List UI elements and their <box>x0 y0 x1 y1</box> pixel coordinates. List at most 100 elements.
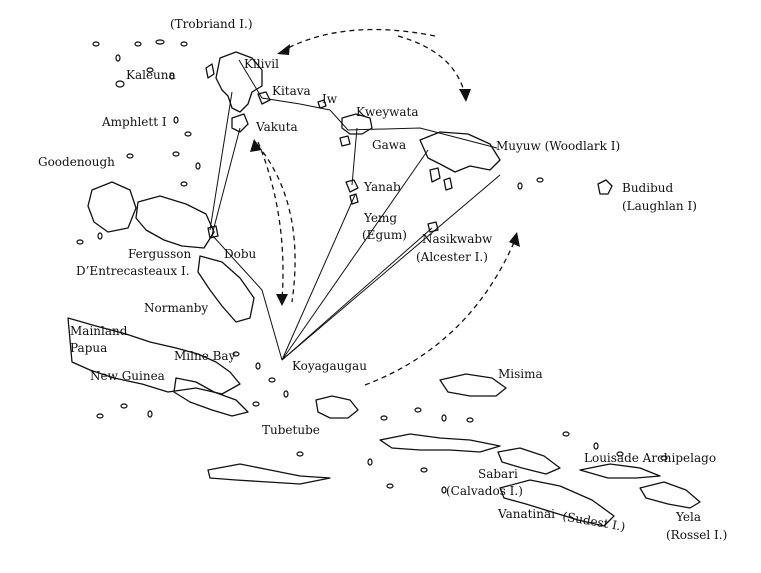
arrow-head-top-right <box>459 89 471 102</box>
islet <box>616 451 624 457</box>
label-budibud: Budibud <box>622 181 673 195</box>
trobriand-island <box>215 51 263 113</box>
label-mainland: Mainland <box>70 324 128 338</box>
route-kilivil-dobu <box>209 91 233 231</box>
arrow-middle-down-2 <box>262 151 296 303</box>
islet <box>441 486 447 494</box>
islet <box>255 362 261 370</box>
islet <box>146 67 154 73</box>
label-dentrecasteaux: D’Entrecasteaux I. <box>76 264 190 278</box>
label-sudest: (Sudest I.) <box>561 509 626 534</box>
dobu-island <box>207 225 219 239</box>
islet <box>367 458 373 466</box>
calvados-chain <box>497 447 561 475</box>
route-vakuta-dobu <box>211 127 241 236</box>
woodlark-island <box>419 131 501 173</box>
yemg-island <box>349 193 359 205</box>
label-kweywata: Kweywata <box>356 105 419 119</box>
label-newguinea: New Guinea <box>90 369 165 383</box>
route-northern-chain <box>238 59 498 149</box>
islet <box>441 414 447 422</box>
islet <box>536 177 544 183</box>
label-louisade: Louisade Archipelago <box>584 451 716 465</box>
label-vanatinai: Vanatinai <box>497 507 555 521</box>
islands <box>67 51 701 527</box>
label-normanby: Normanby <box>144 301 208 315</box>
nasikwabw-island <box>427 221 439 233</box>
islet <box>172 151 180 157</box>
route-koyagaugau-yemg <box>281 194 356 361</box>
islet <box>252 401 260 407</box>
trade-routes <box>209 59 501 361</box>
islet <box>414 407 422 413</box>
label-milnebay: Milne Bay <box>174 349 236 363</box>
label-kilivil: Kilivil <box>244 57 279 71</box>
label-yela: Yela <box>675 510 701 524</box>
rossel-island <box>639 481 701 509</box>
label-alcester: (Alcester I.) <box>416 250 488 264</box>
islet <box>593 442 599 450</box>
islet <box>296 451 304 457</box>
label-tubetube: Tubetube <box>262 423 320 437</box>
islet <box>386 483 394 489</box>
islet <box>126 153 134 159</box>
gawa-island <box>339 135 351 147</box>
islet <box>115 54 121 62</box>
kula-direction-arrows <box>250 28 520 386</box>
islet <box>184 131 192 137</box>
islet <box>562 431 570 437</box>
label-yanab: Yanab <box>363 180 401 194</box>
label-nasikwabw: Nasikwabw <box>422 232 493 246</box>
kweywata-island <box>341 113 373 135</box>
label-fergusson: Fergusson <box>128 247 191 261</box>
islet <box>147 410 153 418</box>
tubetube-island <box>315 395 359 419</box>
fergusson-island <box>135 195 215 249</box>
route-koyagaugau-gawa <box>281 149 429 361</box>
iw-island <box>317 99 327 109</box>
arrow-top-left <box>283 28 436 51</box>
islet <box>195 162 201 170</box>
label-iw: Iw <box>322 92 338 106</box>
label-misima: Misima <box>498 367 543 381</box>
islet <box>76 239 84 245</box>
budibud-island <box>597 179 613 195</box>
louisade-east-chain <box>579 463 661 479</box>
islet <box>155 39 165 45</box>
label-kaleuna: Kaleuna <box>126 68 176 82</box>
label-papua: Papua <box>70 341 107 355</box>
vakuta-island <box>231 113 249 133</box>
islet <box>283 390 289 398</box>
route-koyagaugau-nasikwabw <box>281 227 433 361</box>
yanab-island <box>345 179 359 193</box>
islet <box>92 41 100 47</box>
islet <box>517 182 523 190</box>
woodlark-islet-b <box>443 177 453 191</box>
arrow-head-mid-2 <box>250 139 262 152</box>
islet <box>173 116 179 124</box>
label-kitava: Kitava <box>272 84 311 98</box>
place-labels: (Trobriand I.) Kilivil Kaleuna Kitava Iw… <box>38 17 727 542</box>
mainland-new-guinea <box>67 317 241 395</box>
label-rossel: (Rossel I.) <box>666 528 727 542</box>
kitava-island <box>257 91 271 105</box>
arrow-middle-down-1 <box>257 141 284 301</box>
arrow-top-right <box>397 35 466 96</box>
label-laughlan: (Laughlan I) <box>622 199 697 213</box>
louisade-chain-2 <box>207 463 331 485</box>
label-goodenough: Goodenough <box>38 155 115 169</box>
label-trobriand: (Trobriand I.) <box>170 17 253 31</box>
sudest-island <box>499 479 615 527</box>
route-dobu-koyagaugau <box>211 234 283 361</box>
islet <box>180 181 188 187</box>
arrow-head-mid-1 <box>276 294 288 306</box>
islet <box>660 455 668 461</box>
woodlark-islet-a <box>429 167 441 183</box>
route-kweywata-yanab <box>351 127 358 186</box>
islet <box>380 415 388 421</box>
label-dobu: Dobu <box>224 247 257 261</box>
islet <box>169 72 175 80</box>
goodenough-island <box>87 181 137 233</box>
islets <box>76 39 668 494</box>
